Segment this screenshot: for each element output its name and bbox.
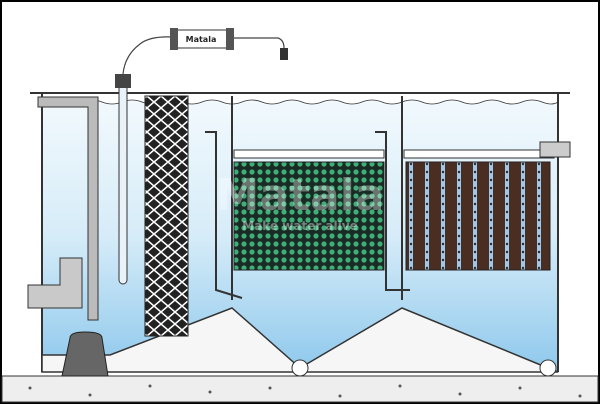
outlet-pipe xyxy=(539,141,571,158)
ground xyxy=(1,375,599,403)
dark-filter-media xyxy=(405,161,551,271)
green-media-top-mesh xyxy=(233,149,385,159)
ground-gravel xyxy=(28,384,582,398)
dark-media-top-mesh xyxy=(403,149,555,159)
power-plug xyxy=(280,48,288,60)
uv-lamp-rod xyxy=(118,83,128,285)
submersible-pump xyxy=(61,331,109,377)
pump-pipe xyxy=(37,96,99,321)
drain-1 xyxy=(291,359,309,377)
green-filter-media xyxy=(233,161,385,271)
baffle-1 xyxy=(205,131,243,299)
uv-cable xyxy=(122,36,173,75)
baffle-2 xyxy=(375,131,410,291)
uv-ballast: Matala xyxy=(170,28,234,50)
watermark-logo: Matala xyxy=(216,170,385,221)
brush-media-column xyxy=(144,95,189,337)
return-elbow-pipe xyxy=(27,257,83,309)
power-cord xyxy=(234,37,285,49)
uv-lamp-cap xyxy=(115,74,131,88)
ballast-logo: Matala xyxy=(186,35,217,44)
drain-2 xyxy=(539,359,557,377)
watermark-tagline: Make water alive xyxy=(242,219,357,233)
